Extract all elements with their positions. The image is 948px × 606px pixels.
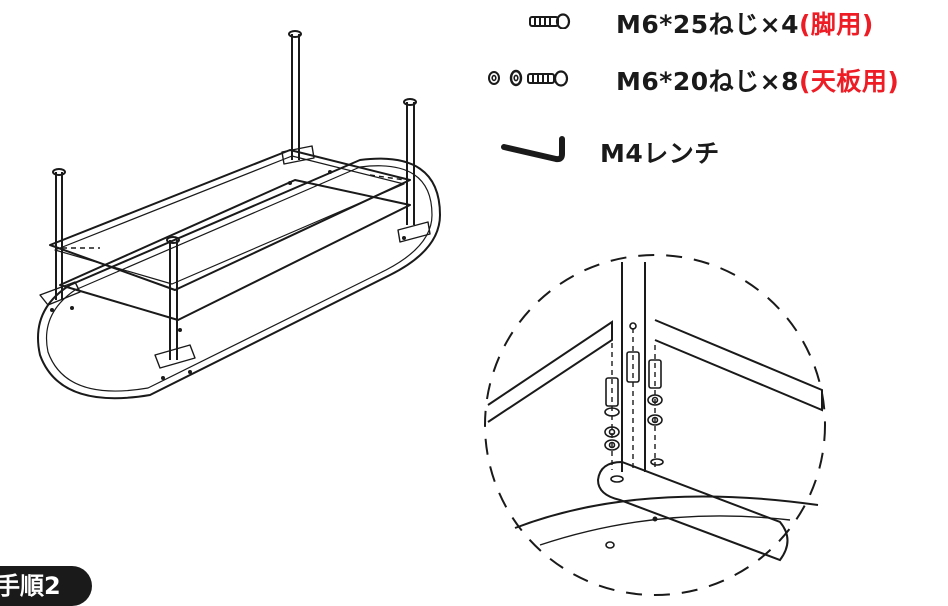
hex-wrench-icon	[500, 135, 570, 169]
part-name: M6*20ねじ×8	[616, 67, 799, 96]
part-name: M4レンチ	[600, 139, 720, 168]
part-row-wrench: M4レンチ	[500, 134, 720, 170]
part-name: M6*25ねじ×4	[616, 10, 799, 39]
step-badge: 手順2	[0, 566, 92, 606]
part-row-top-screw: M6*20ねじ×8 (天板用)	[486, 62, 899, 98]
parts-list: M6*25ねじ×4 (脚用) M6*20ねじ×8 (天板用)	[0, 0, 948, 200]
screw-washer-set-icon	[486, 69, 572, 91]
part-usage: (天板用)	[798, 67, 900, 96]
part-row-leg-screw: M6*25ねじ×4 (脚用)	[528, 5, 874, 41]
screw-icon	[528, 13, 572, 33]
part-usage: (脚用)	[798, 10, 874, 39]
